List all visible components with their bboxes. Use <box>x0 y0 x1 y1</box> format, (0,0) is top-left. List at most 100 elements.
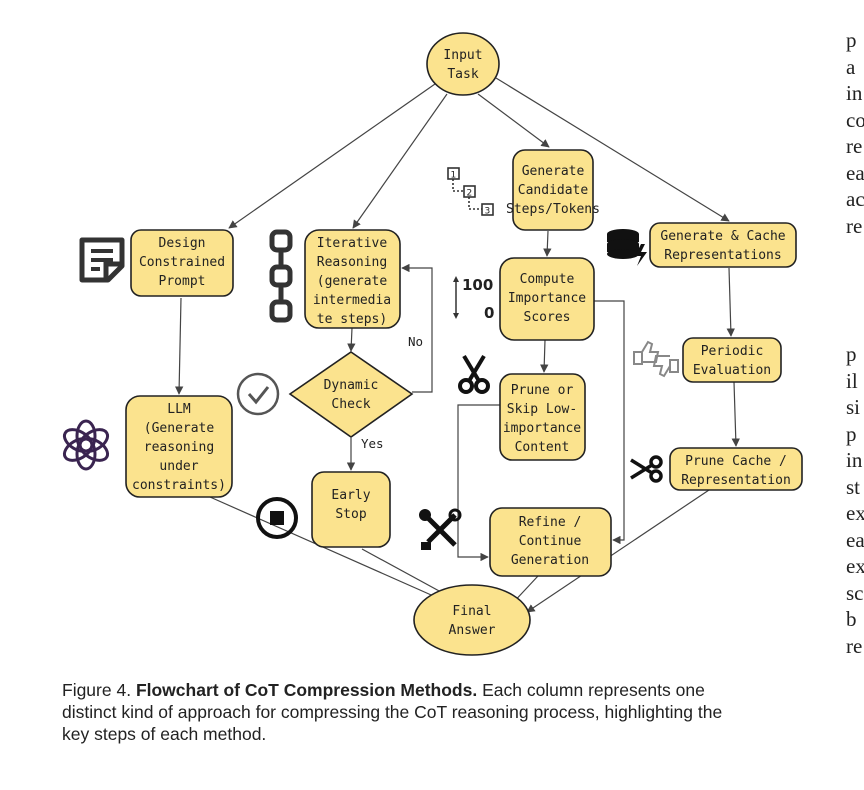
node-label-line: Task <box>447 67 478 82</box>
side-text-line: p <box>846 421 857 446</box>
side-text-line: ea <box>846 527 864 552</box>
database-icon <box>607 229 647 266</box>
node-label-line: intermedia <box>313 293 391 308</box>
edge-llm-to-final <box>209 496 448 603</box>
svg-text:100: 100 <box>462 276 493 294</box>
node-label-line: Generate & Cache <box>660 229 785 244</box>
stop-circle-icon <box>256 497 298 539</box>
node-label-line: Skip Low- <box>507 402 577 417</box>
node-label-line: Final <box>452 604 491 619</box>
node-label-line: Reasoning <box>317 255 387 270</box>
node-label-line: Prune Cache / <box>685 454 787 469</box>
node-label-line: Answer <box>449 623 496 638</box>
side-text-line: ac <box>846 187 864 211</box>
side-text-line: st <box>846 474 861 499</box>
scissors-icon <box>458 354 490 394</box>
node-label-line: te steps) <box>317 312 387 327</box>
node-label-line: Dynamic <box>324 378 379 393</box>
svg-text:1: 1 <box>451 171 457 181</box>
node-label-line: Steps/Tokens <box>506 202 600 217</box>
node-label-line: Candidate <box>518 183 589 198</box>
edge-early-stop-to-final <box>361 548 453 599</box>
side-text-line: ex <box>846 554 864 578</box>
node-label: Prune Cache / Representation <box>681 454 791 488</box>
caption-title: Flowchart of CoT Compression Methods. <box>135 680 478 700</box>
document-icon <box>79 237 125 283</box>
edge-generate-to-compute <box>543 230 552 257</box>
node-label-line: reasoning <box>144 440 214 455</box>
node-label-line: Periodic <box>701 344 764 359</box>
svg-text:3: 3 <box>485 207 491 217</box>
caption-body: Each column represents one distinct kind… <box>62 680 723 744</box>
thumbs-up-down-icon <box>633 340 679 378</box>
node-label-line: Check <box>331 397 370 412</box>
node-label-line: Stop <box>335 507 366 522</box>
caption-prefix: Figure 4. <box>62 680 136 700</box>
node-label-line: Iterative <box>317 236 388 251</box>
edge-label-yes: Yes <box>361 436 384 451</box>
edge-input-to-generate-candidate <box>477 93 550 148</box>
side-text-line: in <box>846 448 863 472</box>
node-label-line: (Generate <box>144 421 215 436</box>
svg-text:0: 0 <box>484 304 494 322</box>
edge-compute-to-refine <box>594 300 625 545</box>
node-label-line: Prompt <box>159 274 206 289</box>
figure-caption: Figure 4. Flowchart of CoT Compression M… <box>62 679 752 745</box>
edge-periodic-to-prune-cache <box>731 381 740 447</box>
side-text-line: il <box>846 368 858 393</box>
node-label-line: Prune or <box>511 383 574 398</box>
side-text-line: ea <box>846 160 864 185</box>
side-text-line: re <box>846 213 863 238</box>
edge-label-no: No <box>408 334 423 349</box>
edge-input-to-iterative <box>352 93 448 229</box>
edge-input-to-design <box>228 83 436 229</box>
node-label-line: Continue <box>519 534 582 549</box>
edge-compute-to-prune <box>540 339 549 373</box>
edge-prune-cache-to-final <box>526 487 713 613</box>
edge-prune-to-refine <box>457 404 500 562</box>
numbered-steps-icon: 1 2 3 <box>447 167 494 217</box>
side-text-line: re <box>846 633 863 658</box>
score-scale-icon: 100 0 <box>453 276 494 322</box>
side-text-line: ex <box>846 501 864 525</box>
side-text-line: sc <box>846 580 864 605</box>
edge-cache-to-periodic <box>726 267 735 337</box>
scissors-icon <box>630 455 663 483</box>
node-label-line: Representation <box>681 473 791 488</box>
node-label-line: Importance <box>508 291 586 306</box>
check-circle-icon <box>236 372 280 416</box>
edge-input-to-generate-cache <box>495 77 730 222</box>
node-label-line: Generation <box>511 553 589 568</box>
svg-text:2: 2 <box>467 189 473 199</box>
node-label-line: Scores <box>524 310 571 325</box>
side-text-line: a <box>846 54 856 79</box>
node-label-line: LLM <box>167 402 191 417</box>
node-label-line: Early <box>331 488 370 503</box>
side-text-line: co <box>846 107 864 132</box>
node-label-line: Constrained <box>139 255 225 270</box>
edges: No Yes <box>174 77 740 613</box>
chain-links-icon <box>269 229 293 323</box>
edge-check-no-loop <box>401 263 433 393</box>
node-label-line: constraints) <box>132 478 226 493</box>
node-label-line: (generate <box>317 274 388 289</box>
side-text-line: p <box>846 342 857 366</box>
node-prune-cache: Prune Cache / Representation <box>669 447 803 491</box>
